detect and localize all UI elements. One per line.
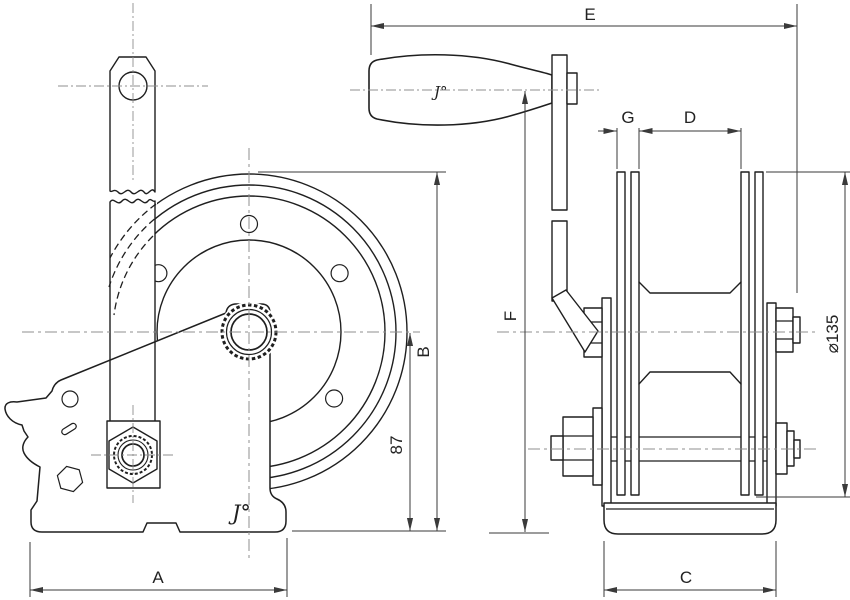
crank-arm-angled [551,289,599,353]
dim-label-G: G [621,108,634,127]
side-view: J° B 87 A [4,3,446,597]
dimension-F: F [489,90,549,534]
dimension-D: D [639,108,742,169]
bolt-hole [325,389,344,408]
bolt-hole [239,214,259,234]
bolt-hole [330,264,349,283]
dim-label-F: F [501,311,520,321]
handle-arm [109,56,156,424]
dim-label-B: B [414,346,433,357]
dim-label-A: A [152,568,164,587]
dimension-A: A [29,538,288,597]
brand-logo-mark: J° [228,501,251,525]
dimension-B: B [258,171,446,532]
dimension-flange-diameter: ⌀135 [756,171,850,498]
drum-flanges-front [616,171,764,496]
dim-label-D: D [684,108,696,127]
dimension-E: E [370,4,798,293]
dimension-G: G [598,108,640,169]
front-view-centerlines [350,89,816,450]
dimension-87: 87 [387,332,414,532]
base-plate [603,502,777,535]
dim-label-diameter-135: ⌀135 [823,315,842,354]
crank-arm-lower [551,220,568,302]
crank-arm-boss [566,72,578,105]
slot-hole [61,422,77,436]
drum-core [638,281,742,385]
lower-axle-nut-left [550,407,603,486]
hidden-drum-edges [108,203,157,316]
dim-label-C: C [680,568,692,587]
frame-side-plates [601,297,777,507]
dimension-C: C [603,541,777,597]
dim-label-87: 87 [387,436,406,455]
dim-label-E: E [584,5,595,24]
frame-cutouts [56,390,84,493]
hex-hole [56,465,84,493]
ratchet-nut-assembly [106,420,161,489]
front-view: J° E F [350,4,850,597]
side-view-centerlines [22,3,420,558]
grip-logo-mark: J° [431,83,448,101]
crank-handle: J° [368,53,599,353]
crank-arm-upper [551,54,568,211]
upper-axle-nut-right [775,307,801,353]
round-hole [61,390,79,408]
